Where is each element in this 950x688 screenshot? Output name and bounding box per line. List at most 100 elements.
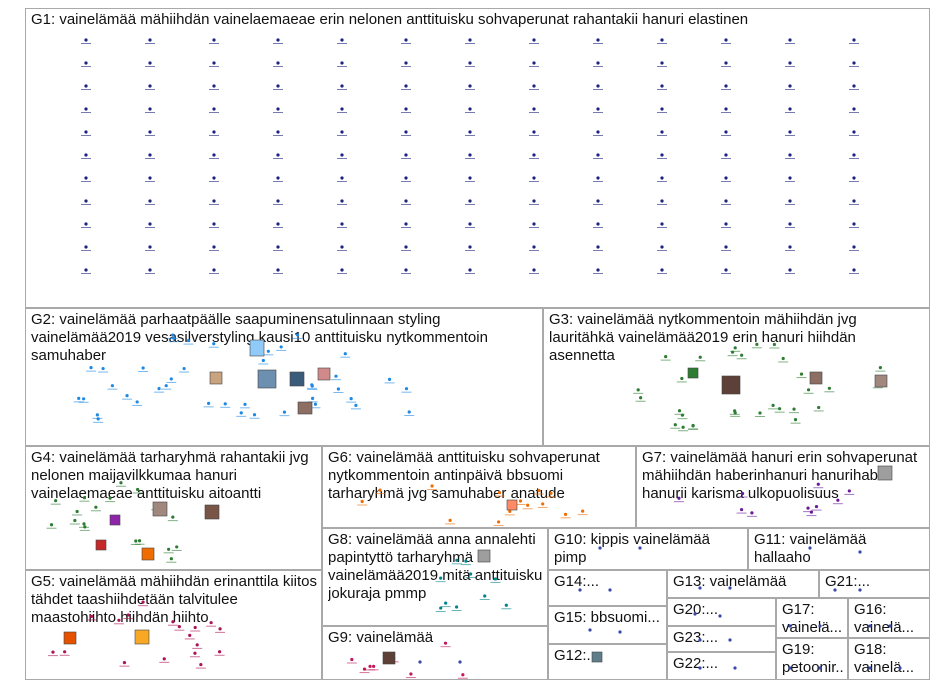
node [518,499,523,503]
node [404,199,408,203]
node [493,577,498,581]
node [125,394,129,398]
node [137,539,142,543]
node-label [515,503,526,505]
node [122,661,127,665]
node [468,153,472,157]
node-label [167,338,178,340]
node [404,222,408,226]
node [852,107,856,111]
node [728,586,732,590]
node-label [730,415,741,417]
node [788,38,792,42]
node [340,107,344,111]
node-label [785,66,795,67]
node [496,520,501,524]
node [698,638,702,642]
node-label [122,398,133,400]
node [778,407,782,411]
node [212,199,216,203]
node [212,61,216,65]
node [84,176,88,180]
node [852,268,856,272]
node-label [796,377,807,379]
avatar-thumbnail [152,501,168,517]
node-label [81,273,91,274]
node [54,499,58,503]
node [724,222,728,226]
node [468,38,472,42]
node-label [593,112,603,113]
avatar-thumbnail [209,371,223,385]
node-label [593,227,603,228]
node-label [849,250,859,251]
node-label [688,428,699,430]
node-label [81,250,91,251]
node [852,199,856,203]
node-label [849,66,859,67]
node [343,352,347,356]
node-label [593,273,603,274]
node-label [657,227,667,228]
node [148,245,152,249]
node [817,405,821,410]
node-label [529,135,539,136]
node [404,61,408,65]
node [681,425,685,429]
node-label [465,158,475,159]
node [532,176,536,180]
node-label [736,358,747,360]
avatar-thumbnail [506,499,518,511]
node [171,333,175,337]
node [596,199,600,203]
node-label [577,514,588,516]
node-label [465,273,475,274]
node [724,130,728,134]
node-label [529,273,539,274]
node [195,643,199,647]
node-label [677,418,688,420]
node [148,130,152,134]
node [468,176,472,180]
node-label [465,89,475,90]
node-label [785,273,795,274]
node [186,338,191,343]
node-label [657,112,667,113]
node [276,84,280,88]
node-label [427,489,438,491]
node-label [273,112,283,113]
node [148,199,152,203]
node [212,268,216,272]
node [119,481,123,485]
node-label [184,638,195,640]
node-label [134,543,145,545]
node-label [307,388,318,390]
node-label [263,354,274,356]
node [157,387,161,391]
node [378,488,382,492]
node [852,153,856,157]
node [788,666,792,670]
node [148,153,152,157]
node [261,358,265,363]
node-label [593,43,603,44]
node [693,612,697,616]
node [788,107,792,111]
node [816,482,820,486]
node [84,199,88,203]
node [135,400,139,404]
node-label [163,552,174,554]
node [596,61,600,65]
node [276,61,280,65]
node-label [465,135,475,136]
node-label [844,493,855,495]
node-label [405,677,416,679]
node-label [785,158,795,159]
node [193,651,197,655]
avatar-thumbnail [141,547,155,561]
node [276,222,280,226]
node [212,245,216,249]
node-label [401,181,411,182]
node [101,366,105,371]
